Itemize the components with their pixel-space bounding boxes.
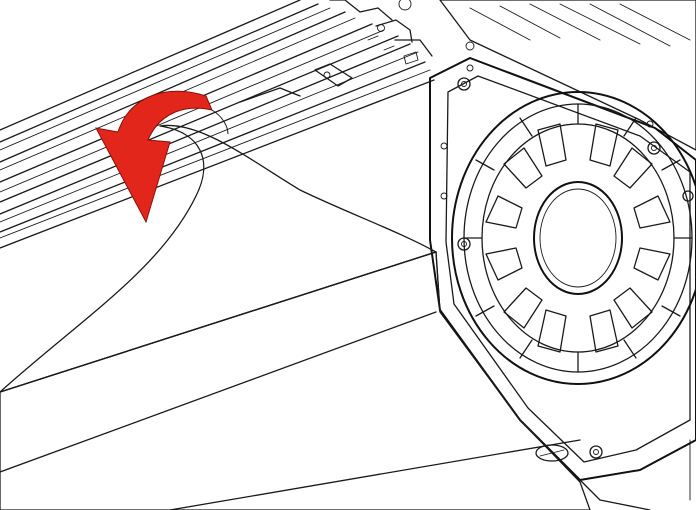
housing-panel-icon (398, 0, 696, 510)
cover-sheet-icon (0, 124, 591, 510)
rail-track-icon (0, 0, 435, 249)
cooling-fan-icon (451, 91, 696, 385)
curved-arrow-icon (95, 90, 229, 224)
